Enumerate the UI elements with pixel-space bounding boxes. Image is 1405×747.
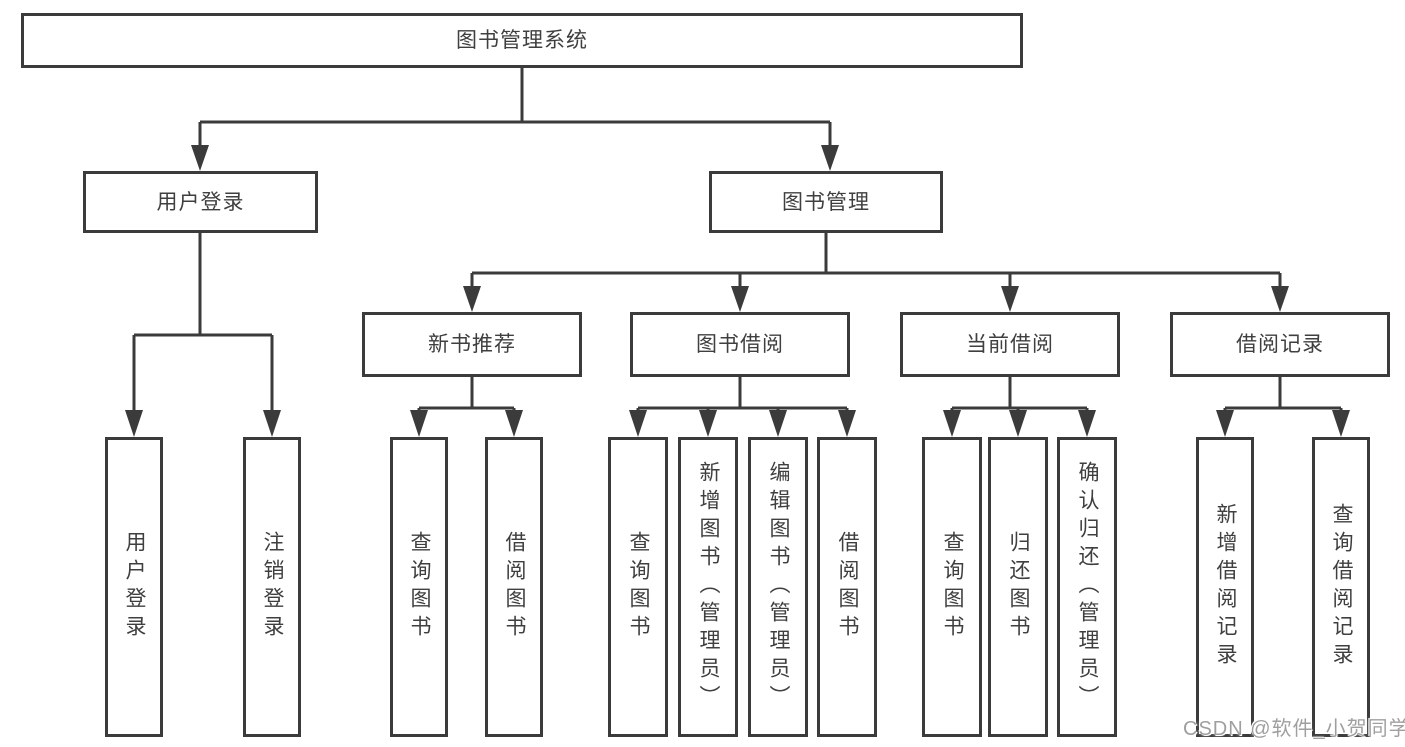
- leaf-edit-book-admin: 编辑图书（管理员）: [748, 437, 808, 737]
- node-book-borrow: 图书借阅: [630, 312, 850, 377]
- leaf-return-book: 归还图书: [988, 437, 1048, 737]
- node-borrow-records: 借阅记录: [1170, 312, 1390, 377]
- leaf-query-books-recommend: 查询图书: [390, 437, 448, 737]
- csdn-watermark: CSDN @软件_小贺同学: [1183, 718, 1405, 740]
- leaf-query-books-current: 查询图书: [922, 437, 982, 737]
- leaf-add-book-admin: 新增图书（管理员）: [678, 437, 738, 737]
- leaf-query-books-borrow: 查询图书: [608, 437, 668, 737]
- leaf-add-borrow-record: 新增借阅记录: [1196, 437, 1254, 737]
- leaf-query-borrow-record: 查询借阅记录: [1312, 437, 1370, 737]
- node-root: 图书管理系统: [21, 13, 1023, 68]
- leaf-logout-login: 注销登录: [243, 437, 301, 737]
- leaf-user-login: 用户登录: [105, 437, 163, 737]
- node-current-borrow: 当前借阅: [900, 312, 1120, 377]
- node-user-login-branch: 用户登录: [83, 171, 318, 233]
- node-book-management-branch: 图书管理: [709, 171, 943, 233]
- leaf-borrow-books: 借阅图书: [817, 437, 877, 737]
- leaf-confirm-return-admin: 确认归还（管理员）: [1057, 437, 1117, 737]
- node-new-book-recommend: 新书推荐: [362, 312, 582, 377]
- leaf-borrow-books-recommend: 借阅图书: [485, 437, 543, 737]
